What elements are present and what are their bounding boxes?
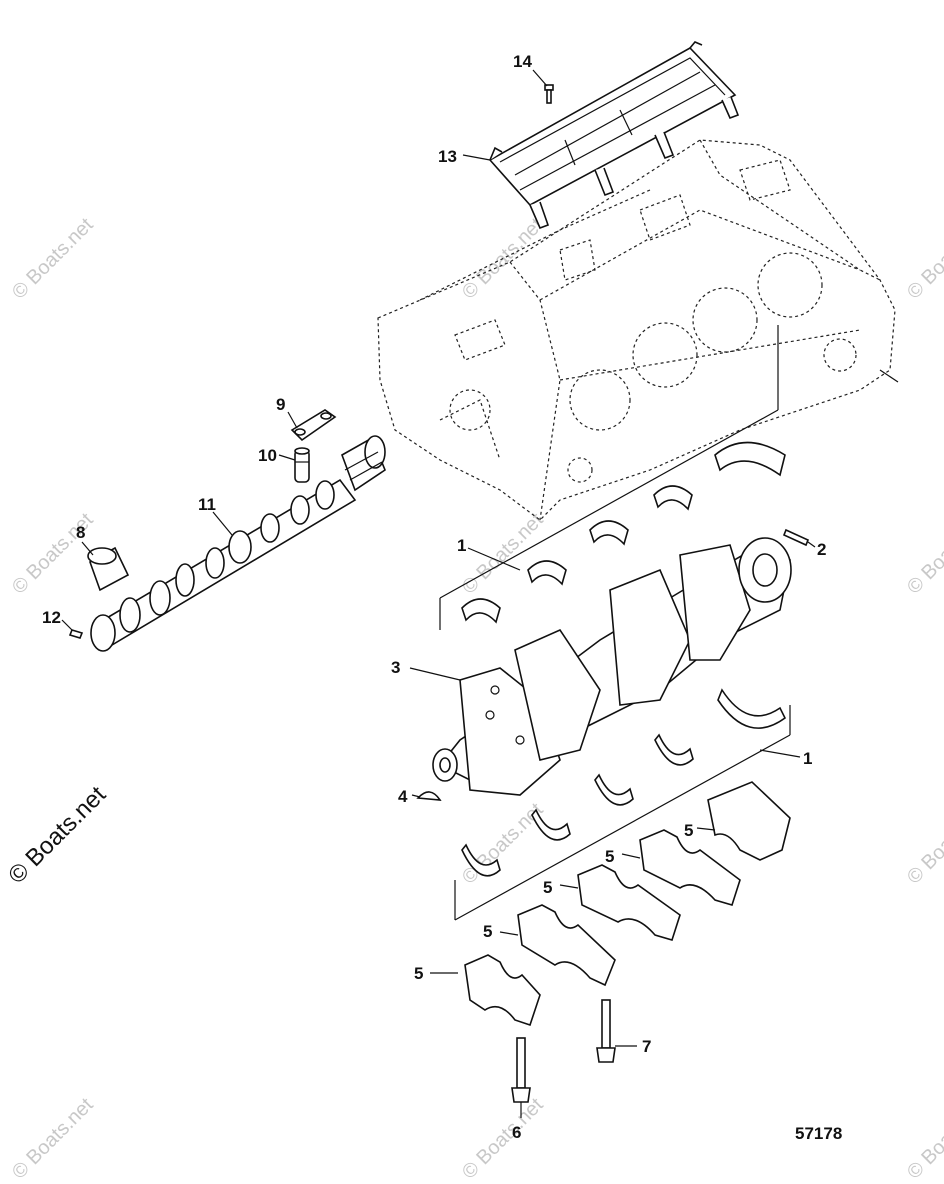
callout-1-lower: 1	[803, 749, 812, 768]
part-10-lifter	[278, 447, 310, 483]
watermark-3: © Boats.net	[903, 214, 944, 304]
callout-9: 9	[276, 395, 285, 414]
part-8-cam-bearing	[81, 541, 130, 592]
callout-6: 6	[512, 1123, 521, 1142]
part-7-bolt	[596, 999, 637, 1063]
callout-labels: 14 13 9 10 11 8 12 1 2 3 1 4 5 5 5 5 5 7…	[42, 52, 842, 1143]
callout-5-e: 5	[414, 964, 423, 983]
watermark-6: © Boats.net	[903, 509, 944, 599]
watermark-1: © Boats.net	[8, 214, 98, 304]
callout-14: 14	[513, 52, 532, 71]
callout-5-c: 5	[543, 878, 552, 897]
callout-2: 2	[817, 540, 826, 559]
callout-5-a: 5	[684, 821, 693, 840]
part-14-bolt	[532, 69, 554, 104]
part-5-bearing-caps	[430, 781, 791, 1027]
part-2-dowel	[782, 528, 816, 548]
watermark-9: © Boats.net	[8, 1094, 98, 1184]
watermark-5: © Boats.net	[458, 509, 548, 599]
part-1-lower-bearings	[454, 688, 801, 921]
callout-12: 12	[42, 608, 61, 627]
part-12-pin	[61, 619, 84, 639]
part-13-retainer	[462, 41, 740, 230]
callout-7: 7	[642, 1037, 651, 1056]
part-11-camshaft	[90, 435, 386, 652]
engine-block	[377, 139, 899, 521]
watermark-10: © Boats.net	[458, 1094, 548, 1184]
part-6-bolt	[511, 1037, 531, 1118]
part-3-crankshaft	[409, 537, 792, 796]
callout-5-d: 5	[483, 922, 492, 941]
watermark-11: © Boats.net	[903, 1094, 944, 1184]
watermark-main: © Boats.net	[3, 781, 111, 889]
part-1-upper-bearings	[439, 325, 786, 630]
callout-13: 13	[438, 147, 457, 166]
callout-4: 4	[398, 787, 408, 806]
callout-8: 8	[76, 523, 85, 542]
callout-10: 10	[258, 446, 277, 465]
part-9-lifter-guide	[287, 409, 337, 442]
figure-number: 57178	[795, 1124, 842, 1143]
watermark-8: © Boats.net	[903, 799, 944, 889]
callout-11: 11	[198, 495, 216, 514]
callout-3: 3	[391, 658, 400, 677]
callout-1-upper: 1	[457, 536, 466, 555]
callout-5-b: 5	[605, 847, 614, 866]
part-4-key	[411, 791, 442, 801]
